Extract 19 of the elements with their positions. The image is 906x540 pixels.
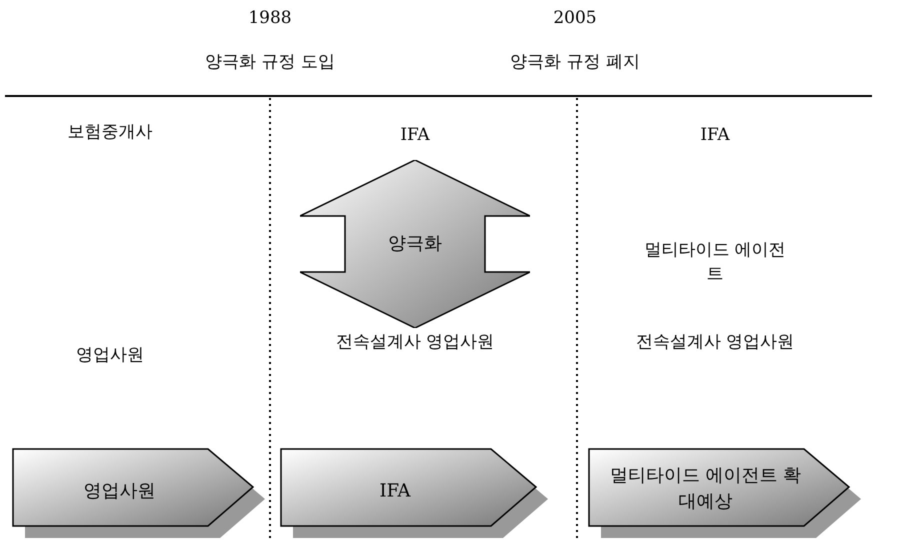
- node-label: 영업사원: [82, 479, 156, 504]
- column-label: 영업사원: [75, 344, 145, 367]
- chevron-box: [12, 448, 267, 540]
- column-label: 멀티타이드 에이전트: [643, 239, 787, 286]
- column-label: 1988: [247, 7, 293, 30]
- column-label: 양극화 규정 도입: [204, 51, 336, 74]
- column-label: IFA: [399, 124, 431, 147]
- column-label: 전속설계사 영업사원: [635, 331, 795, 354]
- column-label: IFA: [699, 124, 731, 147]
- double-arrow-shape: [300, 160, 530, 328]
- node-label: IFA: [378, 479, 412, 504]
- column-label: 전속설계사 영업사원: [335, 331, 495, 354]
- column-label: 양극화 규정 폐지: [509, 51, 641, 74]
- column-label: 2005: [552, 7, 598, 30]
- node-label: 양극화: [387, 232, 443, 256]
- node-label: 멀티타이드 에이전트 확대예상: [608, 464, 802, 514]
- chevron-box: [280, 448, 550, 540]
- column-label: 보험중개사: [66, 121, 154, 144]
- chevron-box: [588, 448, 863, 540]
